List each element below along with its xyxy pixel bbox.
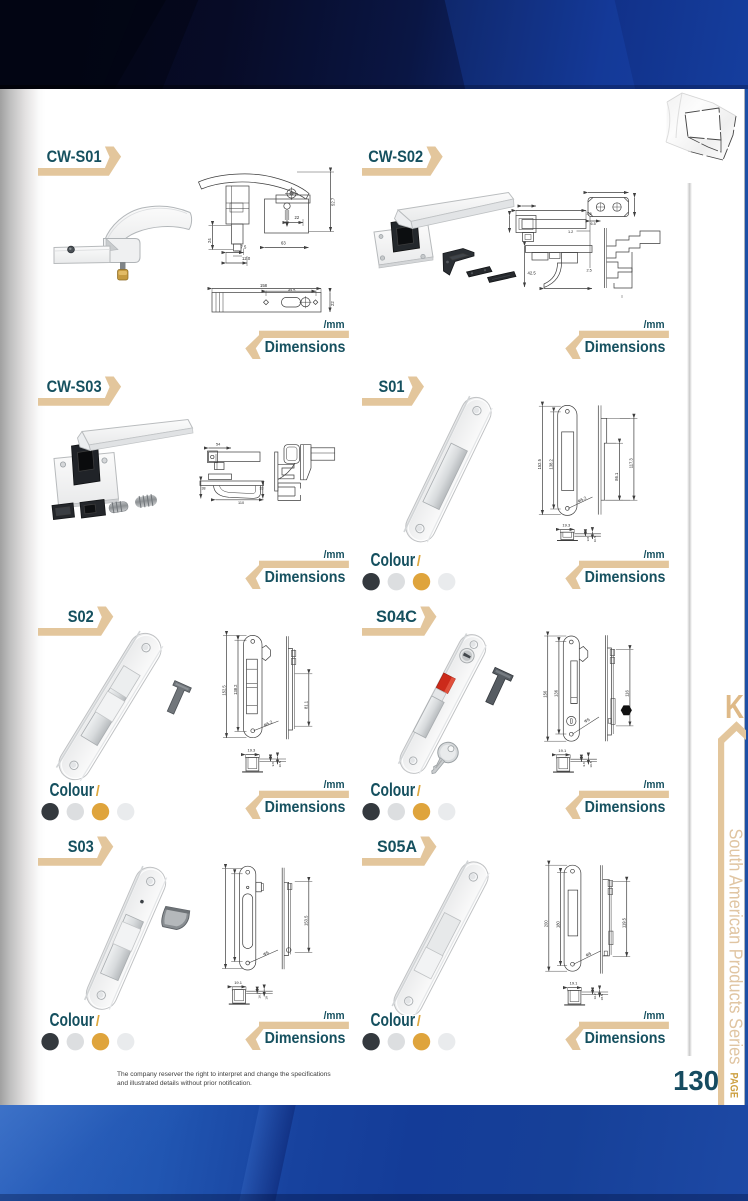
svg-text:24: 24	[207, 238, 212, 243]
svg-text:19.1: 19.1	[234, 980, 243, 985]
svg-text:CW-S02: CW-S02	[368, 147, 423, 166]
svg-text:/mm: /mm	[324, 1009, 345, 1021]
svg-text:18: 18	[265, 996, 269, 1000]
svg-text:Dimensions: Dimensions	[585, 799, 666, 816]
svg-text:9.8: 9.8	[586, 537, 590, 542]
svg-text:138.2: 138.2	[233, 684, 238, 695]
svg-text:CW-S01: CW-S01	[47, 147, 102, 166]
svg-text:Colour: Colour	[50, 779, 95, 800]
svg-text:200: 200	[544, 920, 549, 928]
svg-text:86.1: 86.1	[614, 472, 619, 481]
svg-text:Colour: Colour	[370, 779, 415, 800]
svg-text:9.8: 9.8	[582, 762, 586, 767]
svg-text:16.7: 16.7	[258, 992, 262, 998]
svg-text:38: 38	[202, 487, 206, 491]
svg-text:7.5: 7.5	[241, 245, 247, 250]
svg-text:52.7: 52.7	[330, 197, 335, 206]
svg-text:S01: S01	[379, 377, 405, 396]
svg-text:136: 136	[554, 689, 559, 697]
svg-text:S05A: S05A	[377, 837, 417, 856]
svg-text:3.5: 3.5	[587, 212, 592, 216]
svg-text:138.2: 138.2	[549, 458, 554, 469]
svg-text:158: 158	[260, 283, 268, 288]
svg-text:119.5: 119.5	[621, 917, 626, 928]
svg-text:Φ5: Φ5	[585, 951, 593, 958]
svg-text:/mm: /mm	[644, 1009, 665, 1021]
svg-text:116: 116	[625, 690, 630, 697]
svg-text:CW-S03: CW-S03	[47, 377, 102, 396]
svg-text:1.2: 1.2	[568, 230, 573, 234]
svg-text:2.5: 2.5	[587, 269, 592, 273]
svg-text:Dimensions: Dimensions	[265, 1030, 346, 1047]
svg-text:Φ5: Φ5	[583, 717, 591, 724]
svg-text:16.5: 16.5	[589, 761, 593, 767]
svg-text:19.3: 19.3	[562, 522, 571, 527]
svg-text:22: 22	[295, 215, 300, 220]
svg-text:63: 63	[281, 241, 286, 246]
svg-text:6.5: 6.5	[591, 222, 596, 226]
svg-text:/mm: /mm	[324, 319, 345, 331]
svg-text:Colour: Colour	[370, 549, 415, 570]
svg-text:153.5: 153.5	[303, 915, 308, 926]
svg-text:/: /	[417, 554, 421, 570]
svg-text:Φ5: Φ5	[262, 950, 270, 957]
svg-text:18.5: 18.5	[600, 994, 604, 1000]
svg-text:42.5: 42.5	[528, 271, 537, 276]
svg-text:/: /	[96, 784, 100, 800]
svg-text:117.3: 117.3	[629, 458, 634, 469]
svg-text:19.3: 19.3	[248, 748, 257, 753]
svg-text:/: /	[417, 784, 421, 800]
svg-text:/: /	[417, 1014, 421, 1030]
svg-text:19.1: 19.1	[558, 748, 567, 753]
svg-text:54: 54	[216, 443, 220, 447]
svg-text:10.5: 10.5	[278, 761, 282, 767]
svg-text:Φ5.2: Φ5.2	[577, 495, 588, 504]
svg-text:9.8: 9.8	[271, 762, 275, 767]
svg-text:Dimensions: Dimensions	[265, 799, 346, 816]
svg-text:16.2: 16.2	[593, 993, 597, 999]
svg-text:Φ5.2: Φ5.2	[263, 719, 274, 728]
svg-text:Dimensions: Dimensions	[265, 339, 346, 356]
svg-text:12.0: 12.0	[242, 256, 251, 261]
svg-text:Dimensions: Dimensions	[585, 1030, 666, 1047]
svg-text:/mm: /mm	[324, 549, 345, 561]
svg-text:110: 110	[238, 501, 244, 505]
svg-text:S02: S02	[68, 607, 94, 626]
svg-text:180: 180	[555, 920, 560, 928]
svg-text:152.5: 152.5	[221, 685, 226, 696]
svg-text:Colour: Colour	[50, 1009, 95, 1030]
svg-text:PAGE: PAGE	[728, 1073, 740, 1099]
svg-text:S04C: S04C	[376, 607, 417, 626]
svg-text:156: 156	[543, 690, 548, 698]
svg-text:19.1: 19.1	[570, 981, 579, 986]
svg-text:Dimensions: Dimensions	[585, 339, 666, 356]
svg-text:Dimensions: Dimensions	[265, 569, 346, 586]
svg-text:81.1: 81.1	[303, 700, 308, 709]
svg-text:152.5: 152.5	[537, 458, 542, 469]
svg-text:K: K	[725, 688, 744, 725]
svg-text:22: 22	[330, 301, 335, 306]
svg-text:/mm: /mm	[644, 779, 665, 791]
svg-text:49.5: 49.5	[288, 289, 295, 293]
svg-text:/mm: /mm	[644, 319, 665, 331]
svg-text:South American Products Series: South American Products Series	[725, 829, 746, 1065]
svg-text:/: /	[96, 1014, 100, 1030]
svg-text:10.5: 10.5	[593, 536, 597, 542]
svg-text:S03: S03	[68, 837, 94, 856]
svg-text:Dimensions: Dimensions	[585, 569, 666, 586]
svg-text:/mm: /mm	[324, 779, 345, 791]
svg-text:/mm: /mm	[644, 549, 665, 561]
